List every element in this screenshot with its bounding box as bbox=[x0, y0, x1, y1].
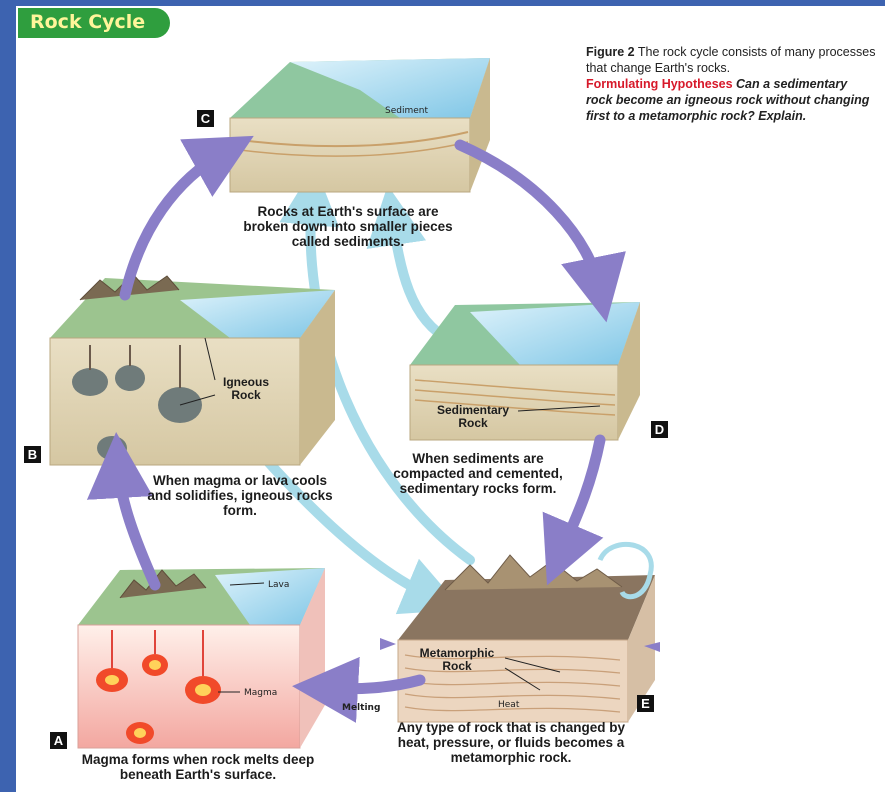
arrow-label-melting: Melting bbox=[342, 703, 380, 713]
stage-b-text: When magma or lava cools and solidifies,… bbox=[140, 473, 340, 518]
stage-d-text: When sediments are compacted and cemente… bbox=[378, 451, 578, 496]
callout-igneous: Igneous Rock bbox=[216, 376, 276, 402]
stage-c-text: Rocks at Earth's surface are broken down… bbox=[238, 204, 458, 249]
callout-lava: Lava bbox=[268, 580, 289, 590]
badge-d: D bbox=[651, 421, 668, 438]
pluton-1 bbox=[72, 368, 108, 396]
block-a bbox=[78, 568, 325, 748]
arrow-e-to-a bbox=[325, 680, 420, 689]
callout-heat: Heat bbox=[498, 700, 519, 710]
stage-a-text: Magma forms when rock melts deep beneath… bbox=[78, 752, 318, 782]
badge-c: C bbox=[197, 110, 214, 127]
arrow-c-to-d bbox=[460, 145, 600, 290]
badge-a: A bbox=[50, 732, 67, 749]
badge-b: B bbox=[24, 446, 41, 463]
hypotheses-label: Formulating Hypotheses bbox=[586, 77, 733, 91]
block-e bbox=[398, 555, 655, 722]
stage-e-text: Any type of rock that is changed by heat… bbox=[382, 720, 640, 765]
figure-label: Figure 2 bbox=[586, 45, 635, 59]
callout-metamorphic: Metamorphic Rock bbox=[412, 647, 502, 673]
block-b bbox=[50, 274, 335, 465]
block-c bbox=[230, 58, 490, 192]
callout-magma: Magma bbox=[244, 688, 277, 698]
arrow-b-to-c bbox=[125, 152, 225, 295]
callout-sediment: Sediment bbox=[385, 106, 428, 116]
pluton-2 bbox=[115, 365, 145, 391]
pluton-4 bbox=[97, 436, 127, 460]
callout-sedimentary: Sedimentary Rock bbox=[428, 404, 518, 430]
badge-e: E bbox=[637, 695, 654, 712]
figure-caption: Figure 2 The rock cycle consists of many… bbox=[586, 44, 876, 124]
